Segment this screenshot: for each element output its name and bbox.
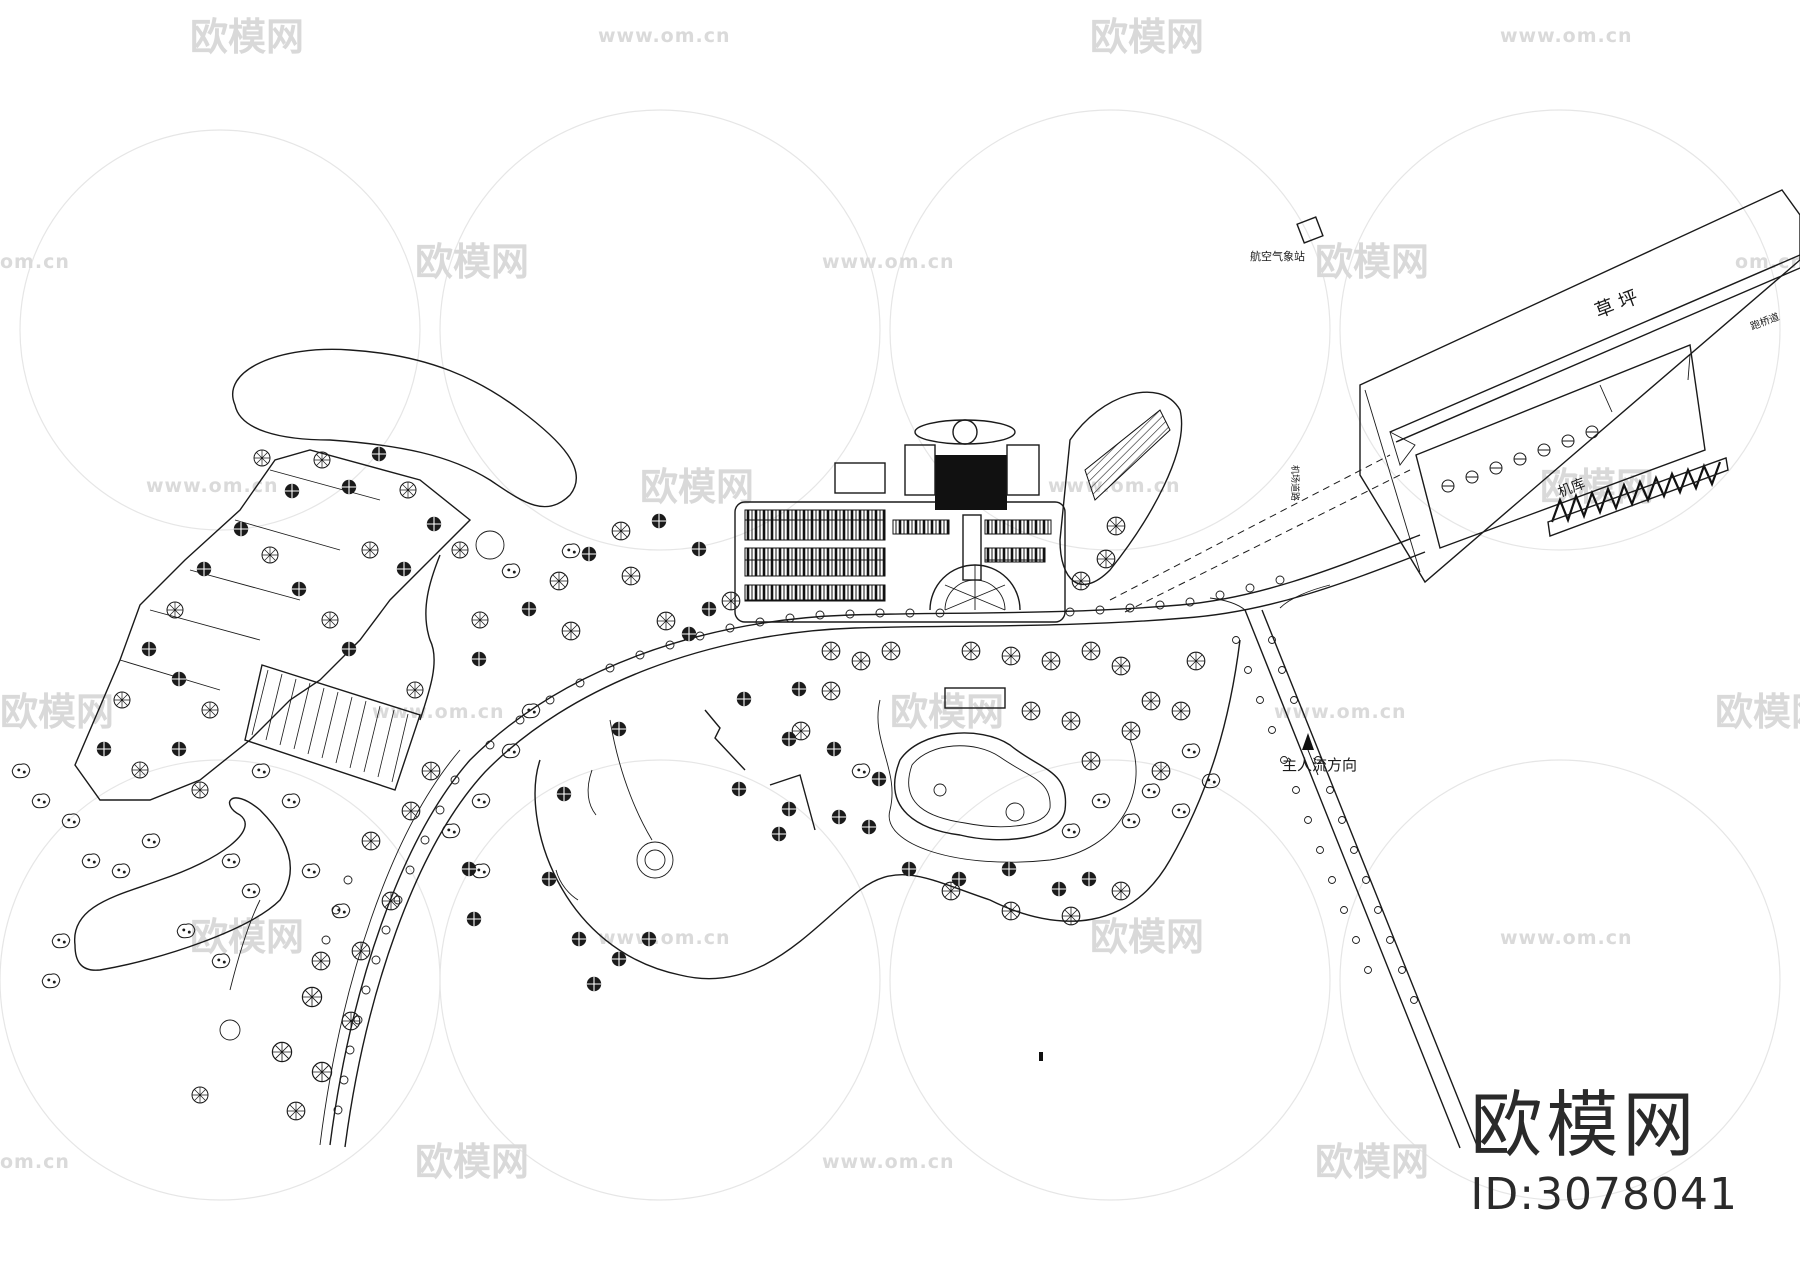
watermark-url-fragment: om.cn [1735, 251, 1800, 273]
tower-roof-ellipse [914, 419, 1016, 445]
pavilion [944, 687, 1006, 709]
weather-station-building [1296, 216, 1324, 244]
aircraft-markers [1441, 425, 1599, 493]
runway-side-label: 跑桥道 [1748, 310, 1781, 333]
watermark-layer: 欧模网 欧模网 欧模网 欧模网 欧模网 欧模网 欧模网 欧模网 欧模网 欧模网 … [0, 15, 1800, 1201]
watermark-url: www.om.cn [146, 475, 279, 497]
watermark-url: www.om.cn [598, 927, 731, 949]
terminal-wing [904, 444, 936, 496]
terminal-plaza-outline [734, 501, 1066, 623]
footer-brand-name: 欧模网 [1470, 1083, 1699, 1167]
terminal-building [935, 455, 1007, 510]
watermark-brand: 欧模网 [190, 15, 304, 59]
zigzag-wall [704, 709, 746, 771]
parking-row [984, 519, 1052, 535]
lawn-label: 草 坪 [1592, 286, 1641, 322]
watermark-url: www.om.cn [822, 1151, 955, 1173]
terminal-wing [1006, 444, 1040, 496]
watermark-brand: 欧模网 [415, 1140, 529, 1184]
footer-model-id: ID:3078041 [1470, 1169, 1738, 1220]
watermark-url: www.om.cn [598, 25, 731, 47]
pond-garden [877, 687, 1137, 863]
footer-brand: 欧模网 ID:3078041 [1470, 1085, 1738, 1221]
watermark-url: www.om.cn [822, 251, 955, 273]
watermark-url: www.om.cn [1048, 475, 1181, 497]
sports-court [834, 462, 886, 494]
watermark-brand: 欧模网 [1315, 1140, 1429, 1184]
flow-direction-label: 主人流方向 [1282, 756, 1357, 774]
parking-row [744, 509, 886, 541]
plaza-circle [636, 841, 674, 879]
watermark-url: www.om.cn [1500, 25, 1633, 47]
watermark-brand: 欧模网 [1090, 15, 1204, 59]
watermark-brand: 欧模网 [190, 915, 304, 959]
terminal-complex [734, 419, 1066, 623]
flow-arrow-icon [1302, 733, 1314, 750]
watermark-brand: 欧模网 [1315, 240, 1429, 284]
watermark-url: www.om.cn [372, 701, 505, 723]
parking-row [744, 584, 886, 602]
parking-row [744, 547, 886, 577]
corner-wall [769, 774, 816, 831]
lake-outline [232, 348, 577, 508]
watermark-circles [0, 109, 1781, 1201]
weather-station-label: 航空气象站 [1250, 249, 1305, 263]
hangar-zigzag [1550, 461, 1722, 524]
watermark-url-fragment: om.cn [0, 1151, 70, 1173]
residential-zone [74, 348, 577, 1041]
striped-walkway [244, 664, 421, 791]
access-road: 主人流方向 [1209, 584, 1479, 1149]
parking-row [892, 519, 950, 535]
entry-road [1109, 454, 1411, 613]
roadside-trees [321, 575, 1418, 1115]
watermark-brand: 欧模网 [1715, 690, 1800, 734]
watermark-brand: 欧模网 [890, 690, 1004, 734]
watermark-url-fragment: om.cn [0, 251, 70, 273]
watermark-url: www.om.cn [1500, 927, 1633, 949]
watermark-brand: 欧模网 [1090, 915, 1204, 959]
survey-marker [1039, 1052, 1043, 1061]
main-road [319, 534, 1426, 1148]
watermark-url: www.om.cn [1274, 701, 1407, 723]
watermark-brand: 欧模网 [415, 240, 529, 284]
road-label: 机场道路 [1289, 465, 1301, 501]
parking-row [984, 547, 1046, 563]
watermark-brand: 欧模网 [640, 465, 754, 509]
watermark-brand: 欧模网 [0, 690, 114, 734]
